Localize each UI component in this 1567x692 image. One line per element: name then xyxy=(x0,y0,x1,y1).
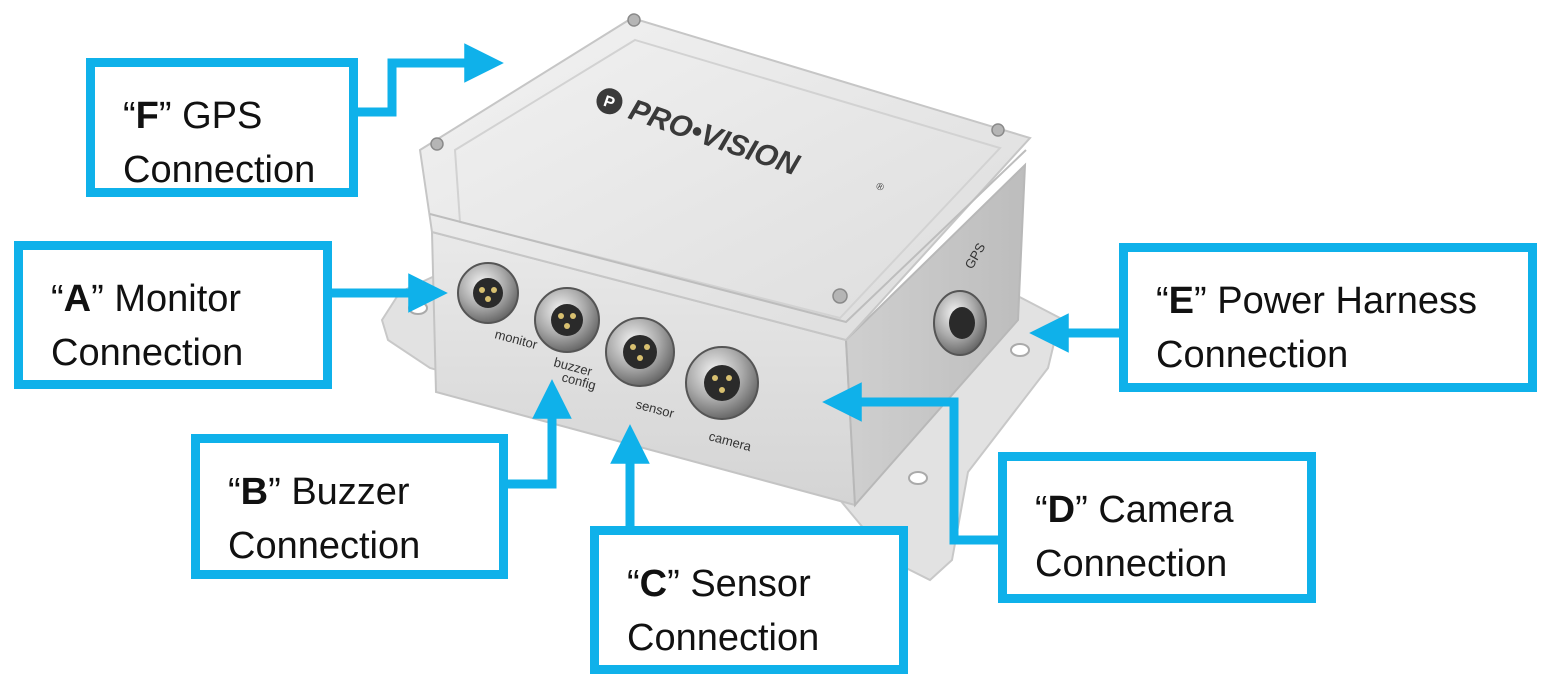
callout-power-harness: “E” Power Harness Connection xyxy=(1119,243,1537,392)
arrow-b xyxy=(508,379,572,489)
callout-sensor: “C” Sensor Connection xyxy=(590,526,908,674)
callout-power-harness-line2: Connection xyxy=(1156,334,1349,376)
callout-camera-line1: “D” Camera xyxy=(1035,483,1307,537)
callout-quote: ” xyxy=(158,95,172,137)
callout-letter: A xyxy=(63,278,92,320)
port-buzzer-config xyxy=(534,287,600,353)
callout-arrows xyxy=(332,43,1119,545)
arrow-f xyxy=(358,43,504,117)
lid xyxy=(418,16,1032,342)
callout-letter: C xyxy=(639,563,668,605)
callout-quote: “ xyxy=(123,95,136,137)
logo-mark-icon xyxy=(596,88,623,115)
port-sensor xyxy=(605,317,675,387)
arrow-d xyxy=(822,382,998,545)
callout-camera: “D” Camera Connection xyxy=(998,452,1316,603)
callout-monitor: “A” Monitor Connection xyxy=(14,241,332,389)
callout-title: Sensor xyxy=(679,563,811,605)
callout-quote: ” xyxy=(667,563,680,605)
callout-buzzer: “B” Buzzer Connection xyxy=(191,434,508,579)
callout-gps-line1: “F” GPS xyxy=(123,89,349,143)
callout-sensor-line1: “C” Sensor xyxy=(627,557,899,611)
callout-quote: “ xyxy=(228,471,241,513)
lid-seam xyxy=(429,149,1027,324)
callout-title: Power Harness xyxy=(1206,280,1477,322)
callout-gps: “F” GPS Connection xyxy=(86,58,358,197)
callout-buzzer-line1: “B” Buzzer xyxy=(228,465,499,519)
lid-inset xyxy=(453,38,1002,320)
callout-quote: ” xyxy=(91,278,104,320)
callout-letter: F xyxy=(135,95,159,137)
callout-quote: “ xyxy=(1035,489,1048,531)
port-monitor xyxy=(457,262,519,324)
callout-power-harness-line1: “E” Power Harness xyxy=(1156,274,1528,328)
callout-camera-line2: Connection xyxy=(1035,543,1228,585)
screw-icon xyxy=(430,13,1005,304)
callout-title: Buzzer xyxy=(280,471,410,513)
callout-title: Monitor xyxy=(103,278,242,320)
callout-letter: D xyxy=(1047,489,1076,531)
callout-letter: B xyxy=(240,471,269,513)
callout-quote: ” xyxy=(1194,280,1207,322)
callout-quote: “ xyxy=(51,278,64,320)
callout-buzzer-line2: Connection xyxy=(228,525,421,567)
callout-title: Camera xyxy=(1087,489,1234,531)
callout-monitor-line1: “A” Monitor xyxy=(51,272,323,326)
callout-quote: ” xyxy=(1075,489,1088,531)
callout-title: GPS xyxy=(171,95,263,137)
port-power-harness xyxy=(933,290,987,356)
callout-quote: ” xyxy=(268,471,281,513)
logo-registered-mark: ® xyxy=(875,181,886,194)
callout-letter: E xyxy=(1168,280,1195,322)
port-camera xyxy=(685,346,759,420)
callout-monitor-line2: Connection xyxy=(51,332,244,374)
callout-gps-line2: Connection xyxy=(123,149,316,191)
callout-quote: “ xyxy=(1156,280,1169,322)
callout-quote: “ xyxy=(627,563,640,605)
callout-sensor-line2: Connection xyxy=(627,617,820,659)
junction-box: P PRO•VISION ® xyxy=(380,13,1062,582)
